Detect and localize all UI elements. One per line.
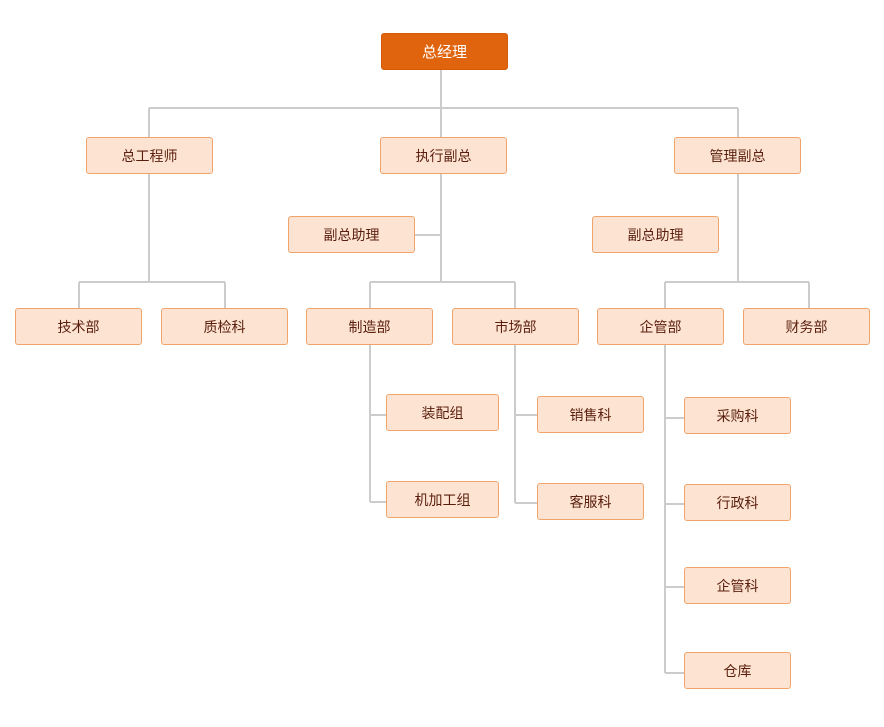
- node-exec-assistant: 副总助理: [288, 216, 415, 253]
- node-tech-dept: 技术部: [15, 308, 142, 345]
- node-general-manager: 总经理: [381, 33, 508, 70]
- node-sales-section: 销售科: [537, 396, 644, 433]
- node-service-section: 客服科: [537, 483, 644, 520]
- node-admin-vp: 管理副总: [674, 137, 801, 174]
- node-assembly-group: 装配组: [386, 394, 499, 431]
- node-chief-engineer: 总工程师: [86, 137, 213, 174]
- node-enterprise-section: 企管科: [684, 567, 791, 604]
- node-manufacturing-dept: 制造部: [306, 308, 433, 345]
- node-admin-assistant: 副总助理: [592, 216, 719, 253]
- node-machining-group: 机加工组: [386, 481, 499, 518]
- node-finance-dept: 财务部: [743, 308, 870, 345]
- node-executive-vp: 执行副总: [380, 137, 507, 174]
- node-procurement-section: 采购科: [684, 397, 791, 434]
- node-admin-section: 行政科: [684, 484, 791, 521]
- node-marketing-dept: 市场部: [452, 308, 579, 345]
- node-enterprise-dept: 企管部: [597, 308, 724, 345]
- node-quality-section: 质检科: [161, 308, 288, 345]
- node-warehouse: 仓库: [684, 652, 791, 689]
